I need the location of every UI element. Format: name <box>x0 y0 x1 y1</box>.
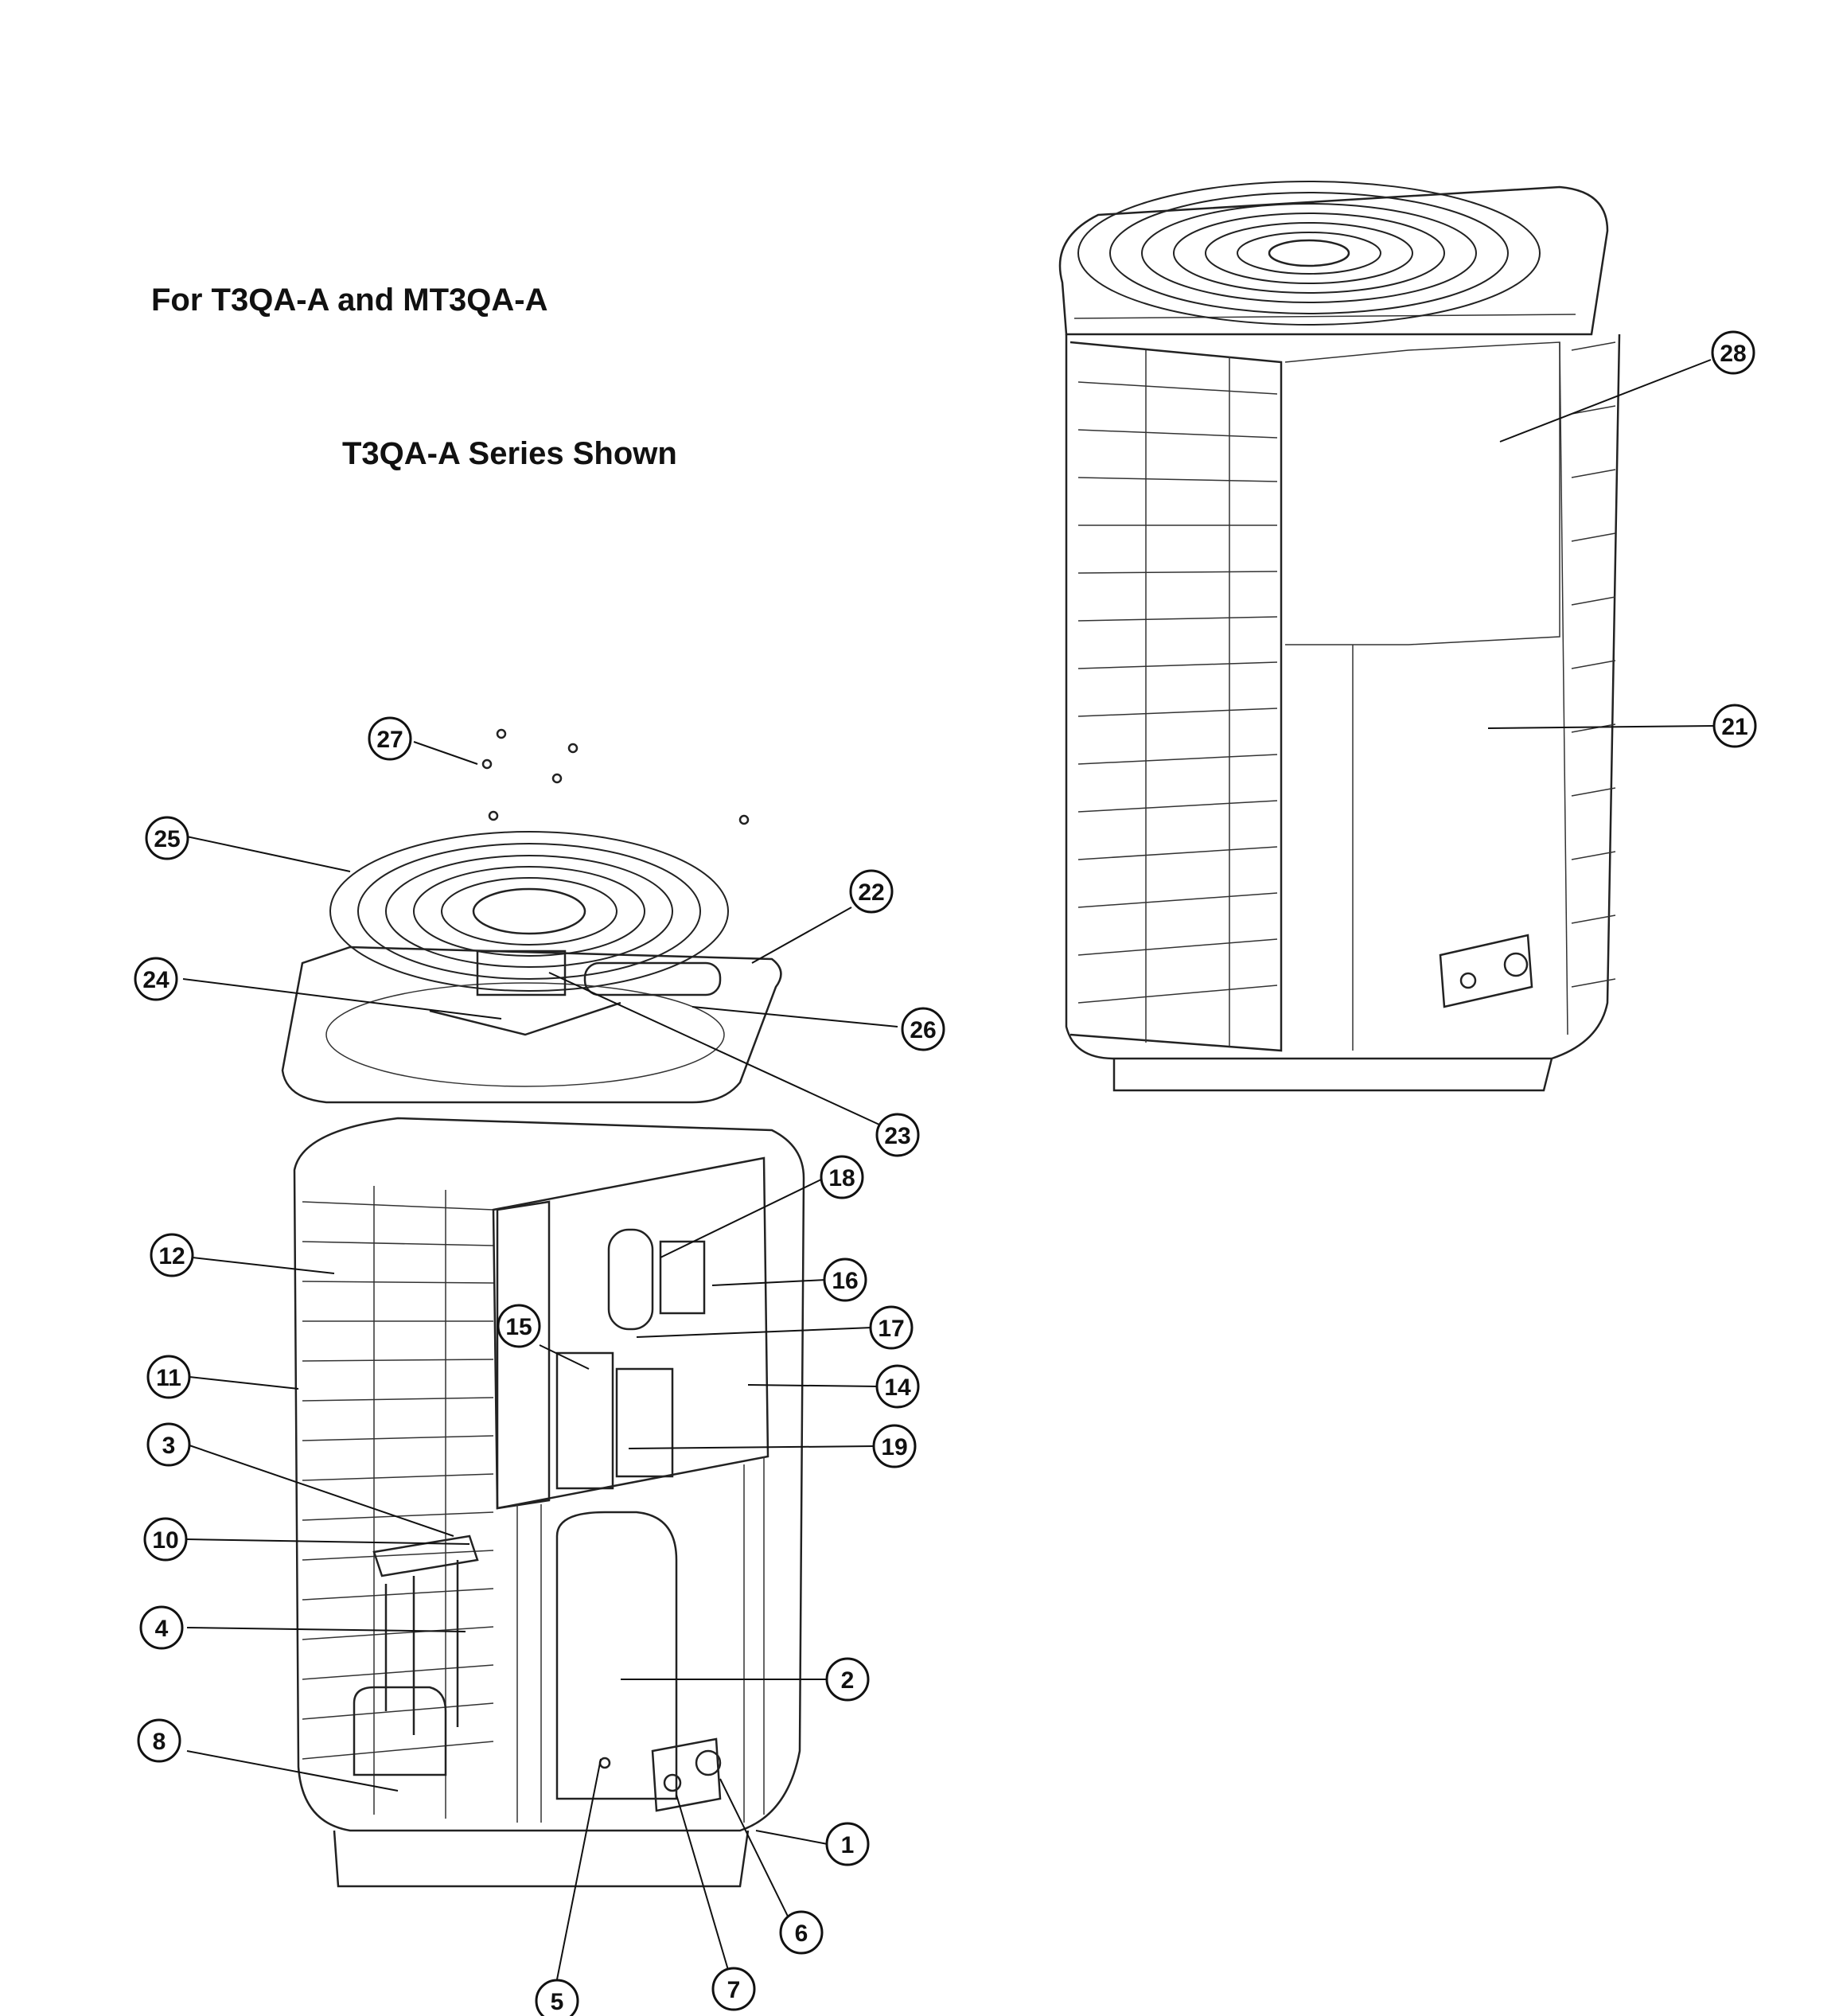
callout-2: 2 <box>825 1657 870 1702</box>
svg-text:17: 17 <box>878 1316 904 1342</box>
callout-10: 10 <box>143 1517 188 1562</box>
svg-text:26: 26 <box>910 1017 936 1043</box>
callout-25: 25 <box>145 816 189 860</box>
svg-text:18: 18 <box>828 1165 855 1191</box>
exploded-unit-illustration <box>281 728 805 1888</box>
callout-28: 28 <box>1711 330 1755 375</box>
callout-12: 12 <box>150 1233 194 1277</box>
callout-22: 22 <box>849 869 894 914</box>
callout-16: 16 <box>823 1258 867 1302</box>
svg-text:25: 25 <box>154 826 180 852</box>
callout-11: 11 <box>146 1355 191 1399</box>
callout-1: 1 <box>825 1822 870 1866</box>
svg-text:3: 3 <box>162 1433 176 1459</box>
callout-7: 7 <box>711 1967 756 2011</box>
svg-text:15: 15 <box>505 1314 532 1340</box>
svg-text:16: 16 <box>832 1268 858 1294</box>
svg-text:19: 19 <box>881 1434 907 1460</box>
svg-text:28: 28 <box>1720 341 1746 367</box>
svg-text:8: 8 <box>153 1729 166 1755</box>
diagram-subtitle: T3QA-A Series Shown <box>342 436 677 471</box>
callout-8: 8 <box>137 1718 181 1763</box>
callout-19: 19 <box>872 1424 917 1468</box>
callout-15: 15 <box>497 1304 541 1348</box>
svg-text:5: 5 <box>551 1989 564 2015</box>
callout-4: 4 <box>139 1605 184 1650</box>
svg-text:12: 12 <box>158 1243 185 1269</box>
svg-text:24: 24 <box>142 967 169 993</box>
svg-text:11: 11 <box>156 1365 181 1391</box>
svg-text:14: 14 <box>884 1375 911 1401</box>
callout-21: 21 <box>1712 704 1757 748</box>
callout-3: 3 <box>146 1422 191 1467</box>
callout-23: 23 <box>875 1113 920 1157</box>
svg-text:4: 4 <box>155 1616 169 1642</box>
callout-5: 5 <box>535 1979 579 2016</box>
callout-26: 26 <box>901 1007 945 1051</box>
svg-text:1: 1 <box>841 1832 855 1858</box>
svg-text:2: 2 <box>841 1667 855 1694</box>
leader-lines <box>182 359 1716 1980</box>
svg-text:23: 23 <box>884 1123 910 1149</box>
svg-text:27: 27 <box>376 727 403 753</box>
svg-text:10: 10 <box>152 1527 178 1554</box>
diagram-title: For T3QA-A and MT3QA-A <box>151 283 548 318</box>
svg-text:22: 22 <box>858 879 884 906</box>
callout-24: 24 <box>134 957 178 1001</box>
callout-6: 6 <box>779 1910 824 1955</box>
svg-text:6: 6 <box>795 1920 808 1947</box>
svg-text:21: 21 <box>1721 714 1747 740</box>
assembled-unit-illustration <box>1058 181 1621 1092</box>
callout-27: 27 <box>368 716 412 761</box>
callout-18: 18 <box>820 1155 864 1199</box>
callout-14: 14 <box>875 1364 920 1409</box>
callout-17: 17 <box>869 1305 914 1350</box>
svg-text:7: 7 <box>727 1977 741 2003</box>
